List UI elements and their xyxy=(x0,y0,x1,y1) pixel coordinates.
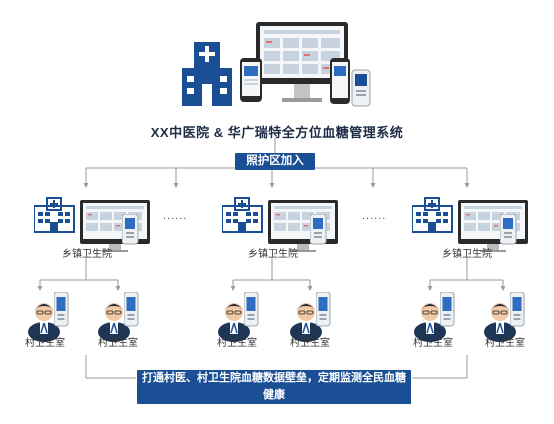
glucose-meter-icon xyxy=(124,292,139,328)
township-label: 乡镇卫生院 xyxy=(442,249,492,260)
glucose-meter-icon xyxy=(54,292,69,328)
township-label: 乡镇卫生院 xyxy=(62,249,112,260)
township-meter-icon xyxy=(500,214,518,246)
glucose-meter-icon xyxy=(244,292,259,328)
township-hospital-icon xyxy=(222,196,264,236)
township-meter-icon xyxy=(122,214,140,246)
village-clinic-label: 村卫生室 xyxy=(25,338,65,349)
village-clinic-label: 村卫生室 xyxy=(217,338,257,349)
glucose-meter-icon xyxy=(510,292,525,328)
township-meter-icon xyxy=(310,214,328,246)
ellipsis: ...... xyxy=(362,210,387,222)
township-label: 乡镇卫生院 xyxy=(248,249,298,260)
bottom-banner: 打通村医、村卫生院血糖数据壁垒，定期监测全民血糖健康 xyxy=(137,370,411,404)
glucose-meter-icon xyxy=(316,292,331,328)
township-hospital-icon xyxy=(34,196,76,236)
village-clinic-label: 村卫生室 xyxy=(290,338,330,349)
page-title: XX中医院 & 华广瑞特全方位血糖管理系统 xyxy=(150,125,404,140)
main-phone-icon xyxy=(240,58,262,102)
village-clinic-label: 村卫生室 xyxy=(485,338,525,349)
main-glucose-meter-icon xyxy=(330,56,376,108)
main-hospital-icon xyxy=(178,28,236,108)
join-banner: 照护区加入 xyxy=(235,153,315,170)
township-hospital-icon xyxy=(412,196,454,236)
village-clinic-label: 村卫生室 xyxy=(98,338,138,349)
village-clinic-label: 村卫生室 xyxy=(413,338,453,349)
glucose-meter-icon xyxy=(440,292,455,328)
ellipsis: ...... xyxy=(163,210,188,222)
